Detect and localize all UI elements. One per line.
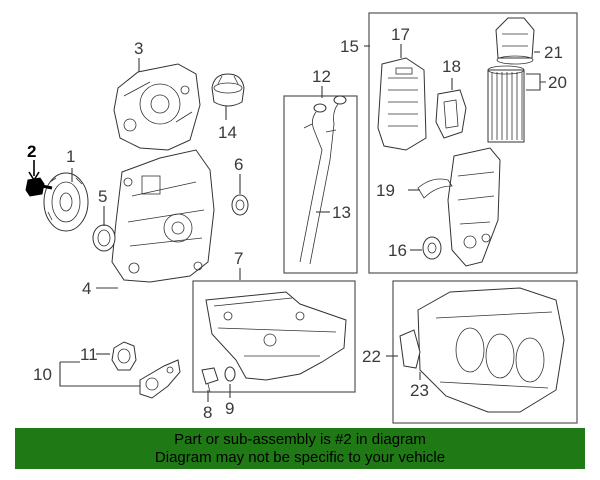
callout-19: 19 — [376, 181, 395, 200]
leader-lines — [28, 44, 546, 402]
part-6-seal — [231, 194, 249, 216]
callout-8: 8 — [203, 403, 212, 422]
part-18-gasket — [435, 89, 467, 139]
callout-1: 1 — [66, 147, 75, 166]
callout-10: 10 — [33, 365, 52, 384]
part-16-seal — [422, 236, 442, 260]
part-2-bolt — [25, 177, 53, 197]
part-22-intake-manifold — [417, 287, 565, 413]
parts-diagram: 1 2 3 4 5 6 7 8 9 10 11 12 13 14 15 16 1… — [25, 12, 578, 424]
callout-5: 5 — [98, 187, 107, 206]
part-5-seal — [92, 224, 116, 252]
callout-3: 3 — [134, 39, 143, 58]
callout-4: 4 — [82, 279, 91, 298]
callout-9: 9 — [225, 399, 234, 418]
part-14-filler-cap — [211, 73, 245, 107]
banner-line-2: Diagram may not be specific to your vehi… — [154, 449, 446, 466]
part-3-upper-cover — [113, 63, 201, 151]
callout-16: 16 — [388, 241, 407, 260]
part-8-drain-plug — [201, 367, 219, 393]
part-4-front-cover — [111, 149, 215, 283]
part-19-hose — [417, 178, 453, 199]
callout-22: 22 — [362, 347, 381, 366]
callout-21: 21 — [544, 43, 563, 62]
part-9-washer — [224, 366, 236, 382]
callout-18: 18 — [442, 57, 461, 76]
part-11-mount — [111, 341, 137, 371]
callout-6: 6 — [234, 155, 243, 174]
callout-20: 20 — [548, 73, 567, 92]
callout-12: 12 — [312, 67, 331, 86]
banner-line-1: Part or sub-assembly is #2 in diagram — [174, 431, 426, 448]
part-20-filter-element — [487, 65, 525, 143]
callout-15: 15 — [340, 37, 359, 56]
callout-17: 17 — [391, 25, 410, 44]
callout-11: 11 — [80, 345, 98, 364]
callout-2: 2 — [27, 142, 36, 161]
part-7-oil-pan — [205, 291, 347, 381]
callout-13: 13 — [332, 203, 351, 222]
part-21-filter-cap — [495, 17, 535, 65]
part-15-filter-housing — [447, 147, 501, 267]
callout-14: 14 — [218, 123, 237, 142]
callout-23: 23 — [410, 381, 429, 400]
callout-7: 7 — [234, 249, 243, 268]
part-17-oil-cooler — [377, 57, 427, 151]
info-banner: Part or sub-assembly is #2 in diagram Di… — [15, 428, 585, 469]
part-12-dipstick — [299, 95, 347, 265]
box-dipstick — [283, 95, 358, 274]
part-10-bracket — [139, 359, 181, 399]
part-23-gasket — [399, 329, 421, 369]
part-1-pulley — [43, 172, 89, 232]
